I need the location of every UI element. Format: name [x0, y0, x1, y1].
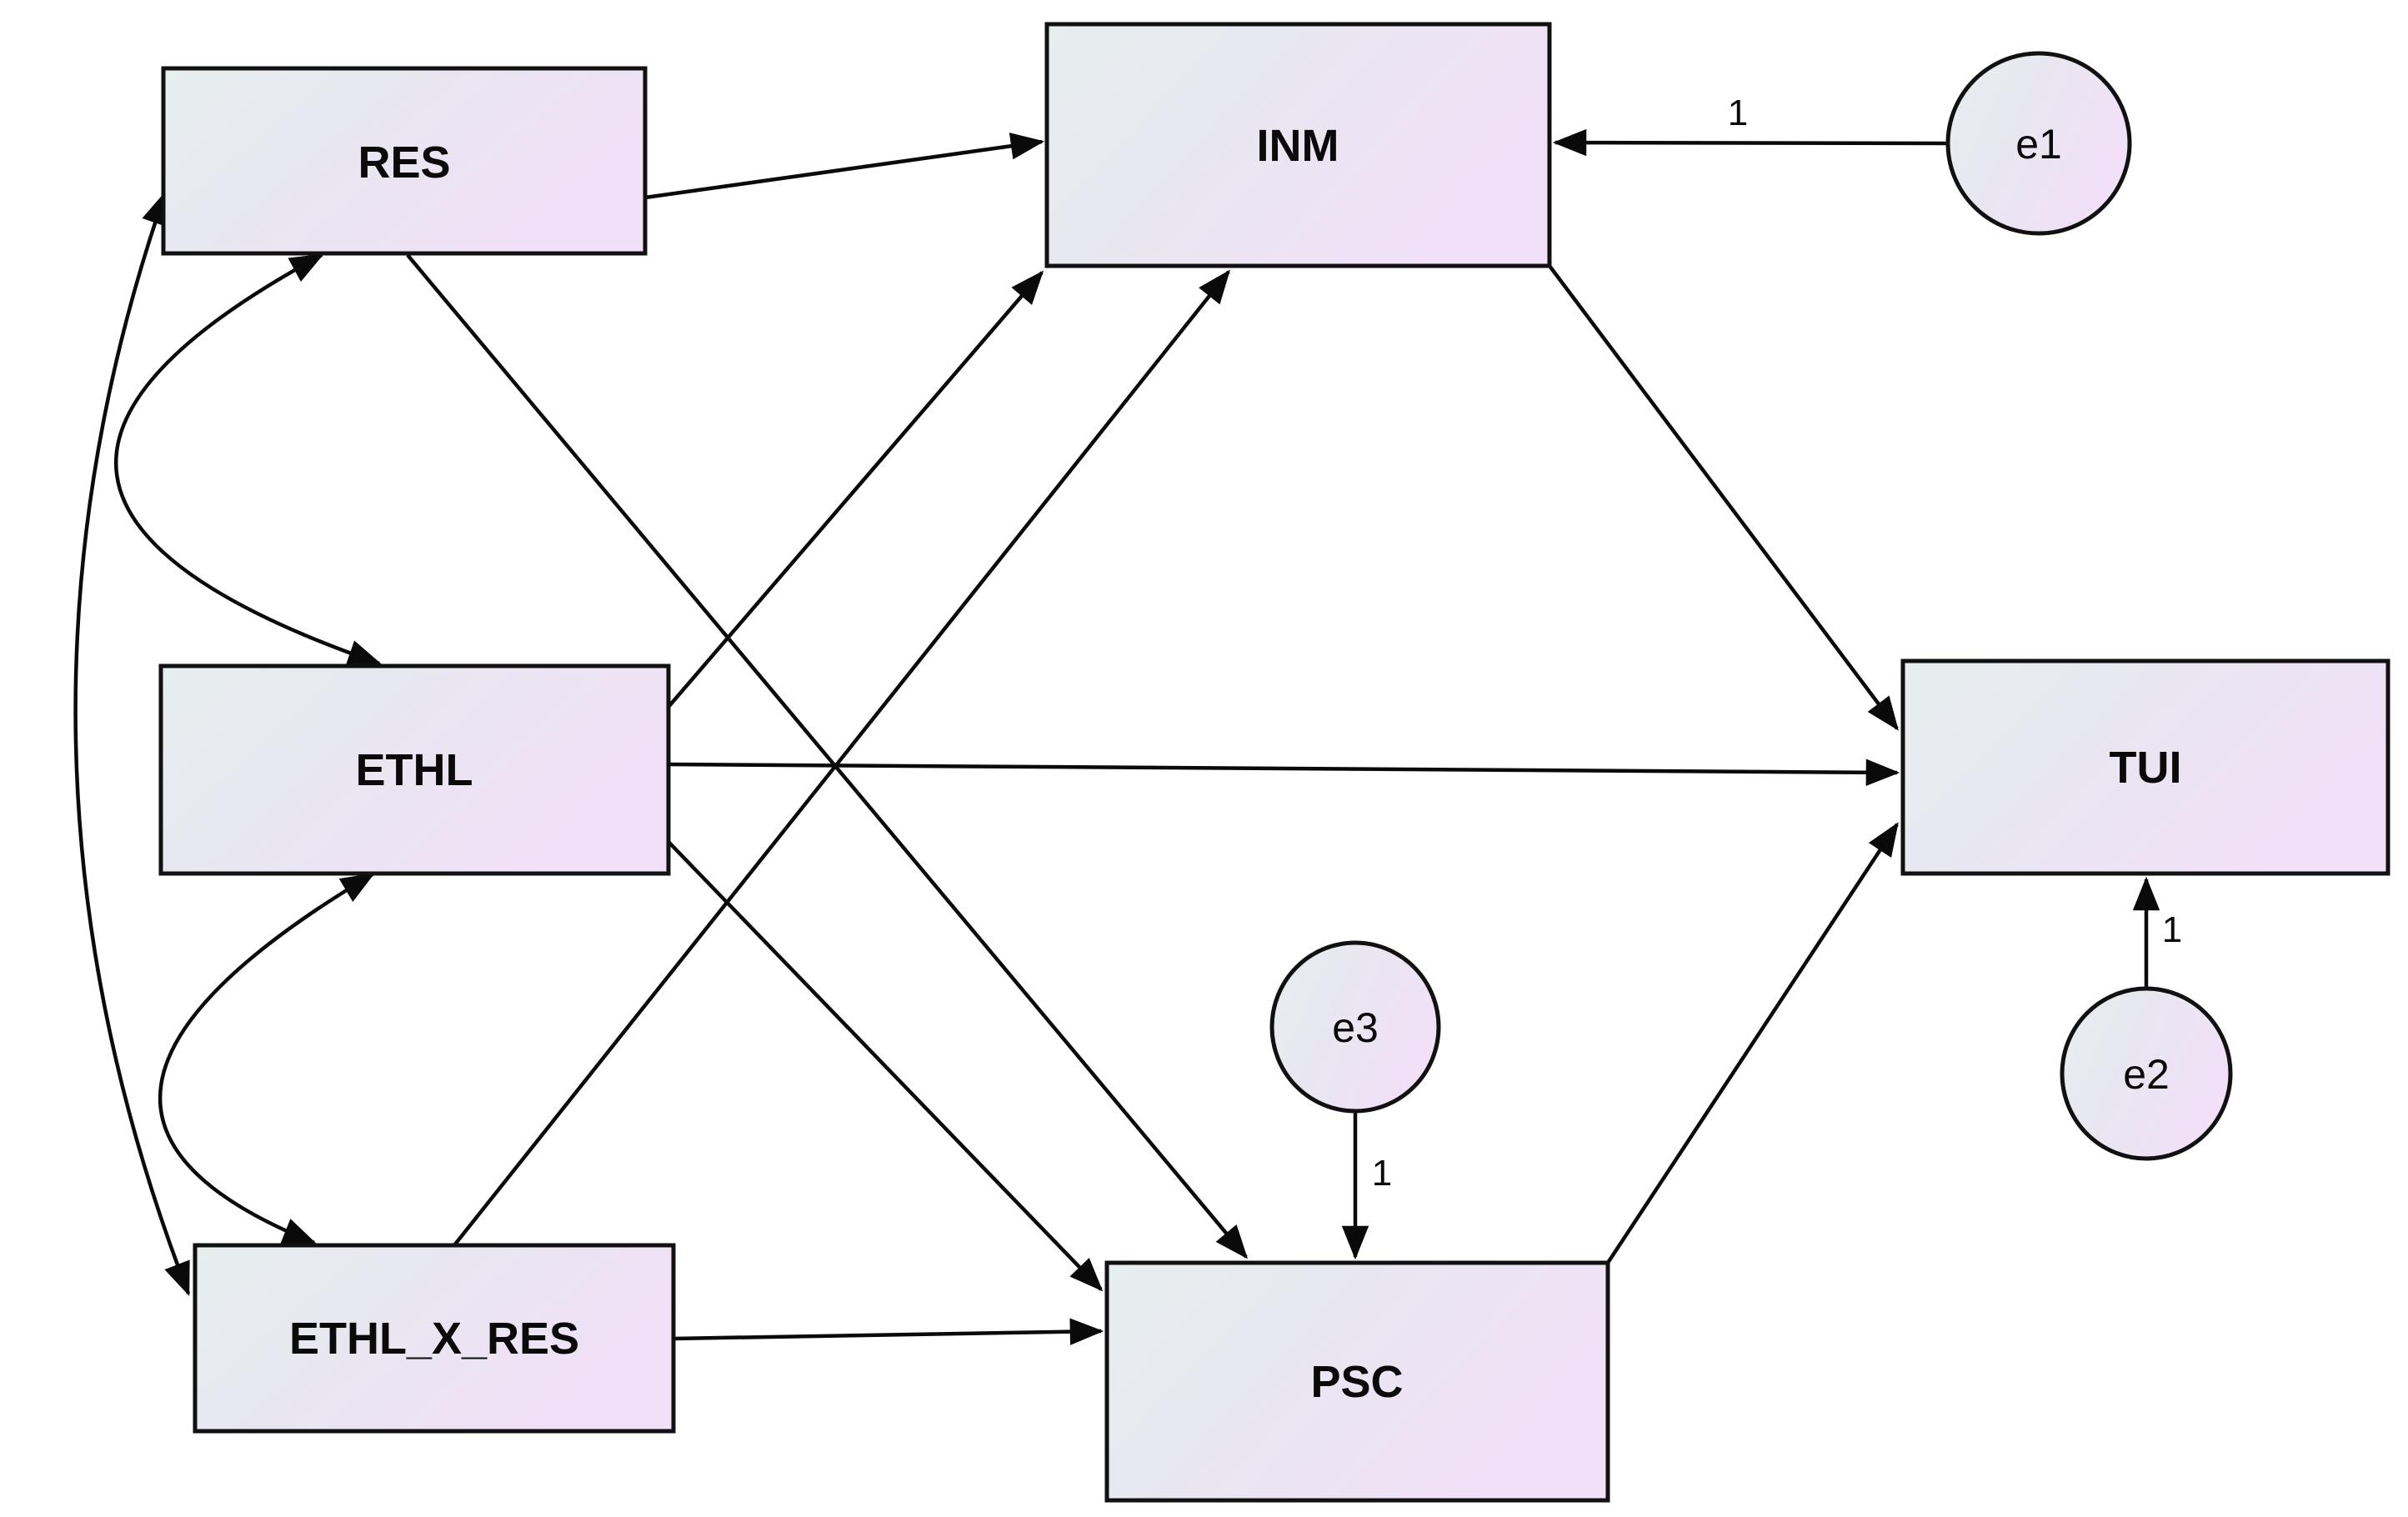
- res-box: [161, 66, 648, 256]
- arrow-res-to-inm: [644, 133, 1045, 200]
- covariance-arrows: [73, 190, 383, 1297]
- arrow-ethl_x_res-to-inm: [453, 269, 1231, 1247]
- node-tui: TUI: [1900, 658, 2390, 876]
- node-e1: e1: [1945, 51, 2132, 236]
- ethl-label: ETHL: [356, 745, 473, 795]
- arrow-ethl-to-tui: [668, 758, 1900, 786]
- node-psc: PSC: [1104, 1260, 1610, 1503]
- inm-label: INM: [1257, 121, 1339, 171]
- arrow-inm-to-tui: [1548, 264, 1899, 731]
- e2-label: e2: [2123, 1051, 2170, 1098]
- arrow-ethl-to-inm: [667, 270, 1044, 708]
- node-inm: INM: [1044, 22, 1552, 268]
- e2-circle: [2060, 986, 2233, 1161]
- e3-label: e3: [1332, 1004, 1379, 1051]
- inm-box: [1044, 22, 1552, 268]
- e3-loading-label: 1: [1372, 1153, 1392, 1194]
- arrow-ethl_x_res-to-psc: [673, 1318, 1104, 1345]
- covariance-ethl-ethl_x_res: [158, 873, 375, 1245]
- covariance-res-ethl: [113, 253, 383, 667]
- res-label: RES: [358, 138, 450, 188]
- e1-label: e1: [2015, 121, 2062, 168]
- e2-loading-label: 1: [2162, 909, 2182, 950]
- node-ethl_x_res: ETHL_X_RES: [193, 1243, 676, 1434]
- node-ethl: ETHL: [158, 663, 671, 876]
- node-e2: e2: [2060, 986, 2233, 1161]
- ethl_x_res-box: [193, 1243, 676, 1434]
- ethl_x_res-label: ETHL_X_RES: [289, 1314, 579, 1364]
- e1-loading-label: 1: [1728, 93, 1748, 133]
- edge-weight-labels: 1 1 1: [1372, 93, 2182, 1194]
- arrow-res-to-psc: [406, 253, 1249, 1259]
- psc-box: [1104, 1260, 1610, 1503]
- tui-label: TUI: [2110, 743, 2182, 793]
- arrow-ethl-to-psc: [667, 840, 1104, 1292]
- arrow-psc-to-tui: [1606, 822, 1899, 1264]
- error-arrows: [1341, 128, 2160, 1260]
- tui-box: [1900, 658, 2390, 876]
- covariance-res-ethl_x_res: [73, 190, 191, 1297]
- regression-arrows: [406, 133, 1900, 1345]
- e1-circle: [1945, 51, 2132, 236]
- ethl-box: [158, 663, 671, 876]
- node-res: RES: [161, 66, 648, 256]
- e3-circle: [1269, 940, 1441, 1114]
- node-e3: e3: [1269, 940, 1441, 1114]
- psc-label: PSC: [1310, 1357, 1403, 1407]
